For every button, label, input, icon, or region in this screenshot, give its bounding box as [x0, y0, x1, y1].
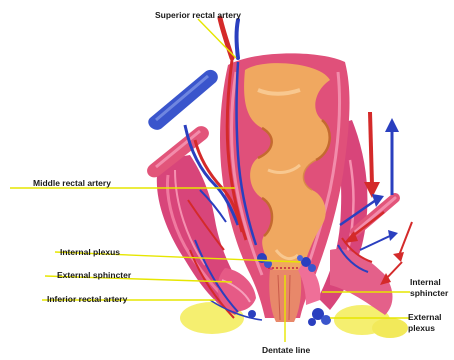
- label-internal-plexus: Internal plexus: [60, 247, 120, 257]
- label-external-plexus-line1: External: [408, 312, 442, 322]
- iliac-vein: [148, 70, 218, 130]
- label-internal-sphincter-line2: sphincter: [410, 288, 449, 298]
- label-dentate-line: Dentate line: [262, 345, 310, 355]
- label-superior-rectal-artery: Superior rectal artery: [155, 10, 241, 20]
- label-external-plexus-line2: plexus: [408, 323, 435, 333]
- label-external-sphincter: External sphincter: [57, 270, 132, 280]
- label-middle-rectal-artery: Middle rectal artery: [33, 178, 111, 188]
- label-internal-sphincter-line1: Internal: [410, 277, 441, 287]
- label-inferior-rectal-artery: Inferior rectal artery: [47, 294, 128, 304]
